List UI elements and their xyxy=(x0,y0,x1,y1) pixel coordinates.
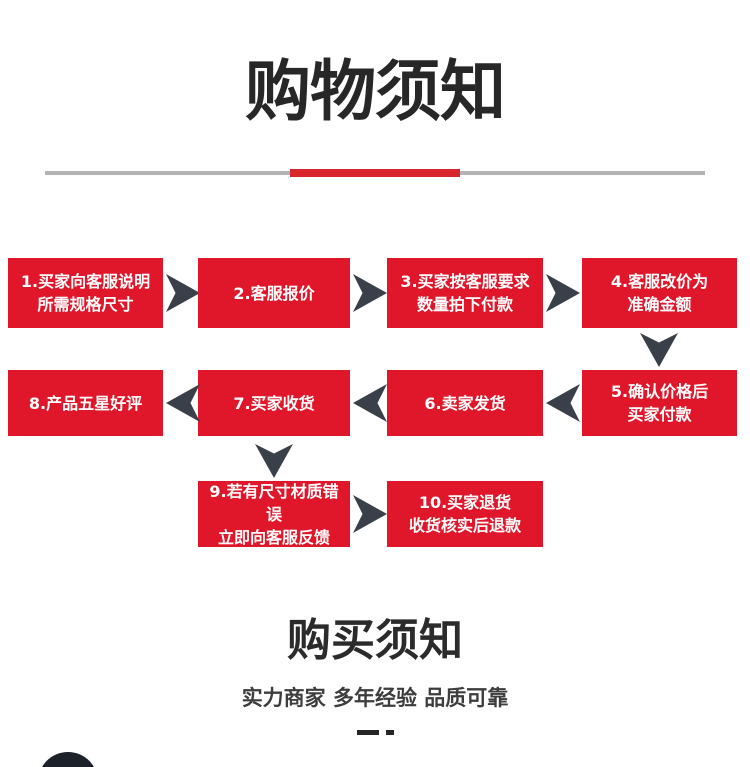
flow-step-2-label: 2.客服报价 xyxy=(233,283,315,303)
footer-tagline: 实力商家 多年经验 品质可靠 xyxy=(241,686,509,710)
arrow-left-icon-6-7 xyxy=(353,384,387,422)
arrow-right-icon-3-4 xyxy=(546,274,580,312)
arrow-right-icon-2-3 xyxy=(353,274,387,312)
dash-divider-icon xyxy=(0,728,750,736)
arrow-right-icon-9-10 xyxy=(353,495,387,533)
flow-step-1-label: 1.买家向客服说明所需规格尺寸 xyxy=(20,272,151,314)
arrow-left-icon-7-8 xyxy=(166,384,200,422)
divider-red-accent xyxy=(290,169,460,177)
flow-step-10[interactable]: 10.买家退货收货核实后退款 xyxy=(387,481,543,547)
flow-step-4[interactable]: 4.客服改价为准确金额 xyxy=(582,258,737,328)
dash-short xyxy=(385,729,394,735)
flow-step-9[interactable]: 9.若有尺寸材质错误立即向客服反馈 xyxy=(198,481,350,547)
flow-step-1[interactable]: 1.买家向客服说明所需规格尺寸 xyxy=(8,258,163,328)
flow-step-4-label: 4.客服改价为准确金额 xyxy=(610,272,709,314)
flow-step-3-label: 3.买家按客服要求数量拍下付款 xyxy=(400,272,530,314)
flow-step-7-label: 7.买家收货 xyxy=(233,393,315,413)
page-title: 购物须知 xyxy=(245,53,506,130)
flow-step-6[interactable]: 6.卖家发货 xyxy=(387,370,543,436)
flow-step-7[interactable]: 7.买家收货 xyxy=(198,370,350,436)
arrow-left-icon-5-6 xyxy=(546,384,580,422)
flow-step-9-label: 9.若有尺寸材质错误立即向客服反馈 xyxy=(209,481,339,547)
flow-step-2[interactable]: 2.客服报价 xyxy=(198,258,350,328)
dash-long xyxy=(356,729,379,735)
flow-step-8-label: 8.产品五星好评 xyxy=(28,393,143,413)
arrow-down-icon-4-5 xyxy=(640,333,678,367)
arrow-right-icon-1-2 xyxy=(166,274,200,312)
flow-step-5[interactable]: 5.确认价格后买家付款 xyxy=(582,370,737,436)
flow-step-3[interactable]: 3.买家按客服要求数量拍下付款 xyxy=(387,258,543,328)
footer-title: 购买须知 xyxy=(287,615,463,666)
flow-step-5-label: 5.确认价格后买家付款 xyxy=(610,382,709,424)
title-divider xyxy=(45,168,705,178)
flow-step-8[interactable]: 8.产品五星好评 xyxy=(8,370,163,436)
flow-step-6-label: 6.卖家发货 xyxy=(424,393,506,413)
flow-step-10-label: 10.买家退货收货核实后退款 xyxy=(408,493,521,535)
arrow-down-icon-7-9 xyxy=(255,444,293,478)
corner-circle-decoration xyxy=(38,752,98,767)
